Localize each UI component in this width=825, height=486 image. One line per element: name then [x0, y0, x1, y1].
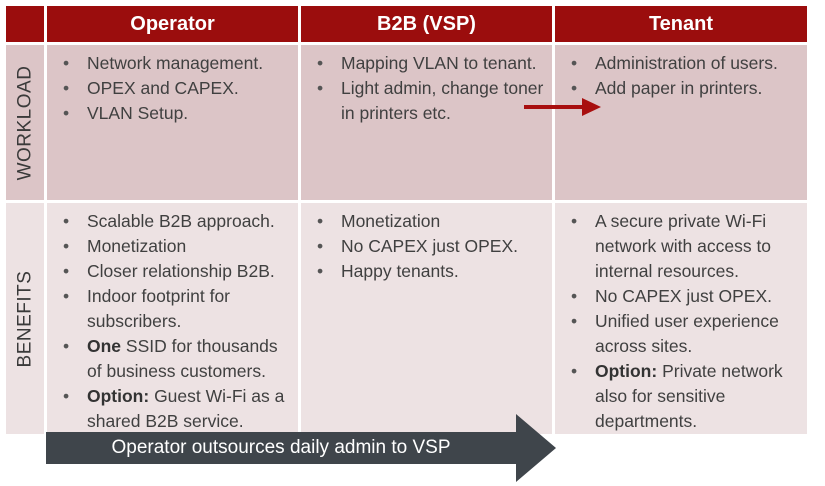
- bullet-text: SSID for thousands of business customers…: [87, 336, 278, 381]
- bullet-item: Monetization: [313, 209, 544, 234]
- bullet-text: Happy tenants.: [341, 261, 459, 281]
- bullet-text: Mapping VLAN to tenant.: [341, 53, 537, 73]
- bullet-item: No CAPEX just OPEX.: [313, 234, 544, 259]
- bullet-item: One SSID for thousands of business custo…: [59, 334, 290, 384]
- bullet-text: Closer relationship B2B.: [87, 261, 275, 281]
- bullet-list: A secure private Wi-Fi network with acce…: [567, 209, 799, 434]
- bullet-bold-prefix: Option:: [87, 386, 150, 406]
- bullet-item: A secure private Wi-Fi network with acce…: [567, 209, 799, 284]
- bullet-text: Private network also for sensitive depar…: [595, 361, 783, 431]
- bullet-item: Light admin, change toner in printers et…: [313, 76, 544, 126]
- cell-workload-operator: Network management. OPEX and CAPEX. VLAN S…: [47, 45, 298, 200]
- cell-workload-b2b: Mapping VLAN to tenant. Light admin, chan…: [301, 45, 552, 200]
- bullet-item: Unified user experience across sites.: [567, 309, 799, 359]
- bullet-item: Network management.: [59, 51, 290, 76]
- bullet-list: Scalable B2B approach. MonetizationCloser…: [59, 209, 290, 434]
- bullet-bold-prefix: Option:: [595, 361, 658, 381]
- bullet-item: Monetization: [59, 234, 290, 259]
- bullet-text: Guest Wi-Fi as a shared B2B service.: [87, 386, 285, 431]
- bullet-list: Network management. OPEX and CAPEX. VLAN S…: [59, 51, 290, 126]
- bullet-item: Option: Private network also for sensiti…: [567, 359, 799, 434]
- cell-benefits-operator: Scalable B2B approach. MonetizationCloser…: [47, 203, 298, 434]
- bullet-item: Indoor footprint for subscribers.: [59, 284, 290, 334]
- bullet-item: OPEX and CAPEX.: [59, 76, 290, 101]
- row-label-workload-text: WORKLOAD: [14, 65, 36, 180]
- cell-workload-tenant: Administration of users. Add paper in pri…: [555, 45, 807, 200]
- bullet-list: Mapping VLAN to tenant. Light admin, chan…: [313, 51, 544, 126]
- bullet-text: No CAPEX just OPEX.: [341, 236, 519, 256]
- bullet-text: Indoor footprint for subscribers.: [87, 286, 230, 331]
- bullet-item: Option: Guest Wi-Fi as a shared B2B serv…: [59, 384, 290, 434]
- bullet-text: Monetization: [341, 211, 441, 231]
- bullet-text: VLAN Setup.: [87, 103, 189, 123]
- header-tenant: Tenant: [555, 6, 807, 42]
- bullet-item: Closer relationship B2B.: [59, 259, 290, 284]
- row-label-benefits: BENEFITS: [6, 203, 44, 434]
- bullet-bold-prefix: One: [87, 336, 122, 356]
- header-operator: Operator: [47, 6, 298, 42]
- bullet-list: Administration of users. Add paper in pri…: [567, 51, 799, 101]
- bullet-item: Administration of users.: [567, 51, 799, 76]
- right-arrow-icon: [524, 98, 601, 116]
- bullet-text: Light admin, change toner in printers et…: [341, 78, 544, 123]
- row-label-workload: WORKLOAD: [6, 45, 44, 200]
- row-label-benefits-text: BENEFITS: [14, 270, 35, 367]
- bullet-item: Happy tenants.: [313, 259, 544, 284]
- bullet-item: No CAPEX just OPEX.: [567, 284, 799, 309]
- cell-benefits-tenant: A secure private Wi-Fi network with acce…: [555, 203, 807, 434]
- cell-benefits-b2b: Monetization No CAPEX just OPEX. Happy ten…: [301, 203, 552, 434]
- header-b2b-vsp: B2B (VSP): [301, 6, 552, 42]
- bullet-text: Add paper in printers.: [595, 78, 763, 98]
- bullet-item: Mapping VLAN to tenant.: [313, 51, 544, 76]
- bullet-text: Network management.: [87, 53, 264, 73]
- header-corner: [6, 6, 44, 42]
- bullet-text: A secure private Wi-Fi network with acce…: [595, 211, 772, 281]
- bullet-text: Administration of users.: [595, 53, 778, 73]
- outsource-arrow-shape: [46, 414, 556, 482]
- bullet-text: No CAPEX just OPEX.: [595, 286, 773, 306]
- bullet-item: VLAN Setup.: [59, 101, 290, 126]
- bullet-list: Monetization No CAPEX just OPEX. Happy ten…: [313, 209, 544, 284]
- bullet-text: OPEX and CAPEX.: [87, 78, 239, 98]
- bullet-text: Monetization: [87, 236, 187, 256]
- bullet-text: Scalable B2B approach.: [87, 211, 275, 231]
- outsource-arrow-label: Operator outsources daily admin to VSP: [111, 437, 451, 458]
- bullet-item: Add paper in printers.: [567, 76, 799, 101]
- bullet-text: Unified user experience across sites.: [595, 311, 779, 356]
- bullet-item: Scalable B2B approach.: [59, 209, 290, 234]
